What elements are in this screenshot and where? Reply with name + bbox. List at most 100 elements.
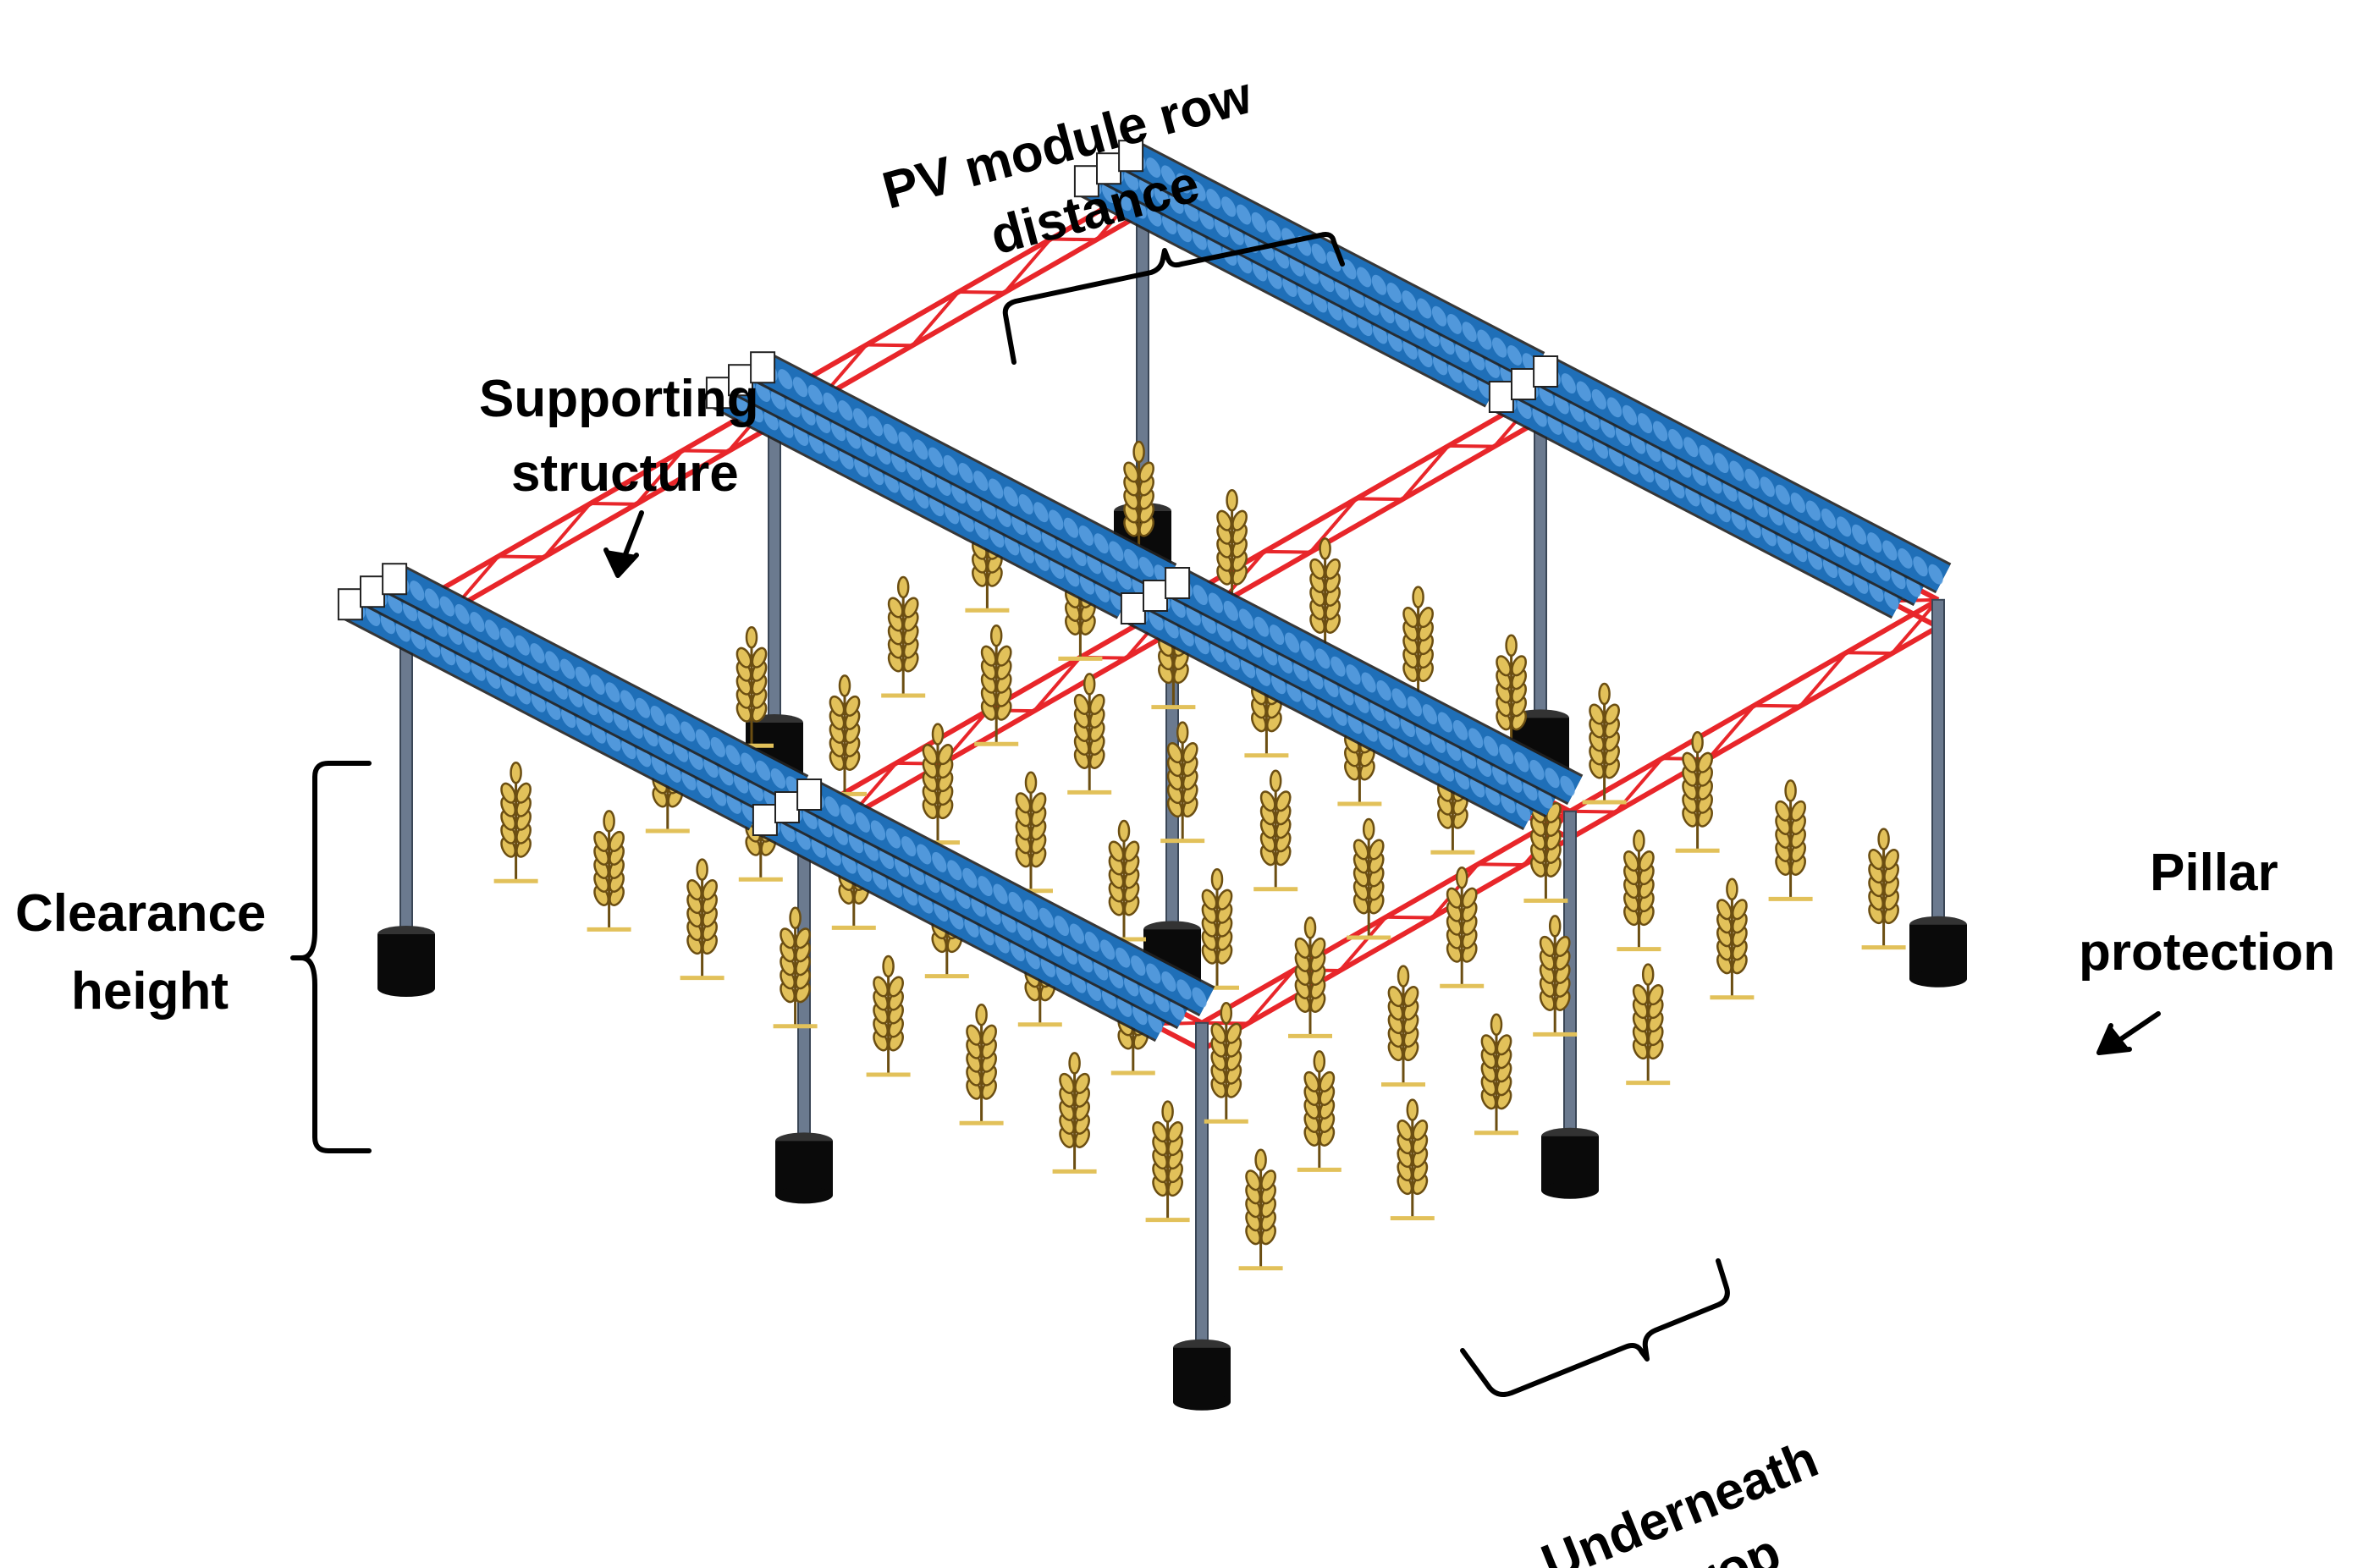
pv-cell <box>852 408 868 429</box>
pv-cell <box>1913 556 1928 577</box>
crop-grain <box>1461 887 1478 909</box>
pv-cell <box>1146 963 1161 984</box>
pv-cell <box>1049 509 1064 531</box>
crop-grain-top <box>1161 1100 1174 1123</box>
crop-grain <box>1480 1034 1497 1056</box>
truss-web <box>590 449 684 506</box>
crop-grain-top <box>1303 916 1317 939</box>
crop-grain <box>829 695 846 717</box>
crop-26 <box>1102 819 1146 942</box>
crop-grain <box>1309 937 1326 959</box>
pv-end-cap <box>382 563 408 596</box>
crop-grain-top <box>1397 965 1410 988</box>
crop-grain <box>1697 751 1713 773</box>
crop-grain <box>1059 1072 1075 1094</box>
crop-grain-top <box>882 955 895 978</box>
crop-grain-top <box>1313 1050 1326 1073</box>
pillar-base <box>377 934 435 988</box>
crop-grain <box>609 830 625 852</box>
pv-cell <box>824 796 840 817</box>
pv-end-cap <box>1120 592 1146 624</box>
supporting-structure-label-line1: Supporting <box>479 370 759 428</box>
crop-grain-top <box>1877 828 1890 850</box>
crop-11 <box>1209 488 1254 611</box>
crop-grain <box>1259 790 1276 812</box>
pv-cell <box>545 651 560 672</box>
crop-grain <box>966 1024 982 1046</box>
crop-grain <box>1682 751 1698 773</box>
crop-grain <box>1108 840 1125 862</box>
crop-35 <box>1582 682 1627 805</box>
pv-cell <box>1560 775 1575 796</box>
crop-grain <box>1368 839 1385 861</box>
pv-cell <box>1683 437 1699 458</box>
pv-end-cap <box>337 588 363 621</box>
pv-cell <box>1356 267 1372 288</box>
pv-cell <box>1094 533 1109 554</box>
crop-grain <box>887 597 904 619</box>
crop-grain <box>1167 1121 1183 1143</box>
crop-50 <box>1474 1013 1518 1136</box>
crop-20 <box>1009 771 1053 894</box>
pv-cell <box>1193 585 1208 606</box>
truss-web <box>1264 498 1358 554</box>
crop-grain <box>1309 558 1325 580</box>
crop-41 <box>1675 730 1720 853</box>
crop-0 <box>493 761 538 883</box>
crop-grain-top <box>1598 682 1611 706</box>
pv-cell <box>650 706 665 726</box>
crop-grain <box>1397 1120 1413 1142</box>
pv-cell <box>1266 220 1281 240</box>
crop-8 <box>823 674 867 796</box>
pv-module-rows <box>337 140 1952 1043</box>
pv-cell <box>792 377 808 398</box>
pv-cell <box>1208 592 1223 613</box>
pv-cell <box>1131 955 1146 977</box>
crop-grain <box>1639 850 1655 872</box>
crop-51 <box>1626 963 1671 1086</box>
crop-grain <box>1226 1022 1242 1044</box>
crop-grain <box>873 976 889 998</box>
pv-cell <box>885 828 901 849</box>
pv-cell <box>1407 696 1422 717</box>
pv-cell <box>947 860 962 881</box>
pv-cell <box>1699 444 1714 465</box>
pv-cell <box>770 767 786 789</box>
pv-cell <box>1315 648 1330 669</box>
crop-grain-top <box>1176 721 1189 744</box>
crop-grain-top <box>603 810 615 833</box>
pv-cell <box>1468 728 1484 749</box>
crop-grain <box>1319 1070 1336 1092</box>
pv-cell <box>1576 381 1591 402</box>
pv-cell <box>1499 744 1514 765</box>
crop-52 <box>1710 878 1755 1000</box>
pv-cell <box>1176 979 1192 1000</box>
crop-53 <box>1861 828 1906 950</box>
crop-grain <box>1074 1072 1090 1094</box>
crop-21 <box>1160 721 1205 844</box>
pv-cell <box>439 596 455 617</box>
crop-grain <box>795 927 811 949</box>
pv-cell <box>470 612 485 632</box>
underneath-crop-label-line1: Underneath <box>1534 1430 1826 1568</box>
pillar-8 <box>1909 598 1967 988</box>
pv-cell <box>620 690 636 711</box>
pv-cell <box>932 851 947 872</box>
pv-cell <box>1223 600 1239 621</box>
pv-cell <box>635 697 651 718</box>
crop-3 <box>881 575 926 698</box>
crop-grain <box>1412 1120 1429 1142</box>
crop-grain <box>1245 1169 1261 1191</box>
pv-cell <box>1115 947 1131 968</box>
pv-cell <box>1483 735 1499 756</box>
crop-45 <box>1533 915 1578 1037</box>
pv-cell <box>530 643 545 663</box>
pv-cell <box>424 588 440 609</box>
pillar-base <box>1541 1136 1599 1191</box>
crop-grain-top <box>1633 829 1645 852</box>
pv-cell <box>1023 900 1038 921</box>
pv-cell <box>1622 404 1638 426</box>
pv-cell <box>1330 656 1346 677</box>
pv-cell <box>840 804 855 825</box>
crop-grain <box>1275 790 1292 812</box>
